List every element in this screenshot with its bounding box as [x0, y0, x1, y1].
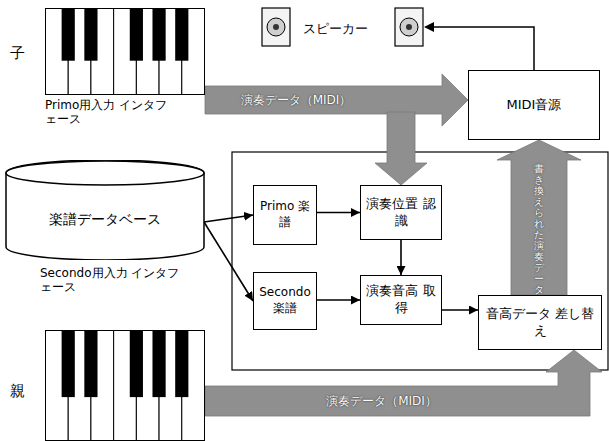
- black-key: [130, 331, 143, 398]
- speaker-body: [395, 8, 423, 46]
- black-key: [175, 9, 188, 61]
- black-key: [84, 331, 97, 398]
- speaker-icon: [262, 8, 290, 46]
- cylinder-outline: [5, 160, 205, 260]
- audio-wire: [432, 27, 534, 70]
- node-text: 演奏音高 取得: [365, 283, 437, 317]
- cylinder-top: [6, 161, 204, 185]
- node-text: Primo 楽譜: [258, 199, 312, 230]
- cylinder-body: [6, 160, 204, 260]
- process-box: 音高データ 差し替え: [478, 295, 602, 350]
- data-flow-arrow: [375, 112, 427, 185]
- secondo-keyboard: Secondo用入力 インタフェース親: [0, 262, 210, 441]
- black-key: [152, 9, 165, 61]
- edge-label: 演奏データ（MIDI）: [241, 92, 352, 109]
- speaker-center: [406, 24, 412, 30]
- data-flow-arrow: [205, 74, 468, 126]
- speaker-label: スピーカー: [303, 20, 368, 38]
- process-box: 演奏位置 認識: [360, 185, 442, 240]
- player-label: 子: [10, 44, 25, 62]
- process-box: Secondo 楽譜: [253, 272, 317, 330]
- black-key: [62, 9, 75, 61]
- vertical-edge-label: 書き換えられた演奏データ: [534, 163, 544, 295]
- black-key: [84, 9, 97, 61]
- node-text: 演奏位置 認識: [365, 196, 437, 230]
- audio-arrowhead: [424, 22, 434, 32]
- interface-label: Primo用入力 インタフェース: [45, 98, 175, 127]
- black-key: [175, 331, 188, 398]
- keyboard-keys: [45, 8, 205, 95]
- node-text: 楽譜データベース: [49, 211, 161, 229]
- speaker-body: [262, 8, 290, 46]
- black-key: [152, 331, 165, 398]
- node-text: Secondo 楽譜: [258, 285, 312, 316]
- data-flow-arrow: [205, 350, 602, 416]
- player-label: 親: [10, 382, 25, 400]
- score-database: 楽譜データベース: [5, 160, 205, 260]
- node-text: 音高データ 差し替え: [483, 306, 597, 340]
- speaker-icon: [395, 8, 423, 46]
- keyboard-keys: [45, 330, 205, 441]
- flow-arrow: [204, 222, 253, 301]
- black-key: [130, 9, 143, 61]
- primo-keyboard: 子 Primo用入力 インタフェース: [0, 0, 210, 128]
- flow-arrow: [442, 309, 478, 311]
- data-flow-arrow: [497, 140, 581, 295]
- midi-source-box: MIDI音源: [468, 70, 600, 140]
- edge-label: 演奏データ（MIDI）: [326, 393, 437, 410]
- flow-arrow: [204, 215, 253, 222]
- flow-arrow: [317, 212, 360, 214]
- process-box: Primo 楽譜: [253, 185, 317, 245]
- speaker-cone: [400, 18, 418, 36]
- speaker-cone: [267, 18, 285, 36]
- flow-arrow: [317, 299, 360, 301]
- black-key: [62, 331, 75, 398]
- interface-label: Secondo用入力 インタフェース: [40, 266, 180, 295]
- flow-arrow: [400, 240, 402, 275]
- speaker-center: [273, 24, 279, 30]
- node-text: MIDI音源: [507, 97, 562, 114]
- process-box: 演奏音高 取得: [360, 275, 442, 325]
